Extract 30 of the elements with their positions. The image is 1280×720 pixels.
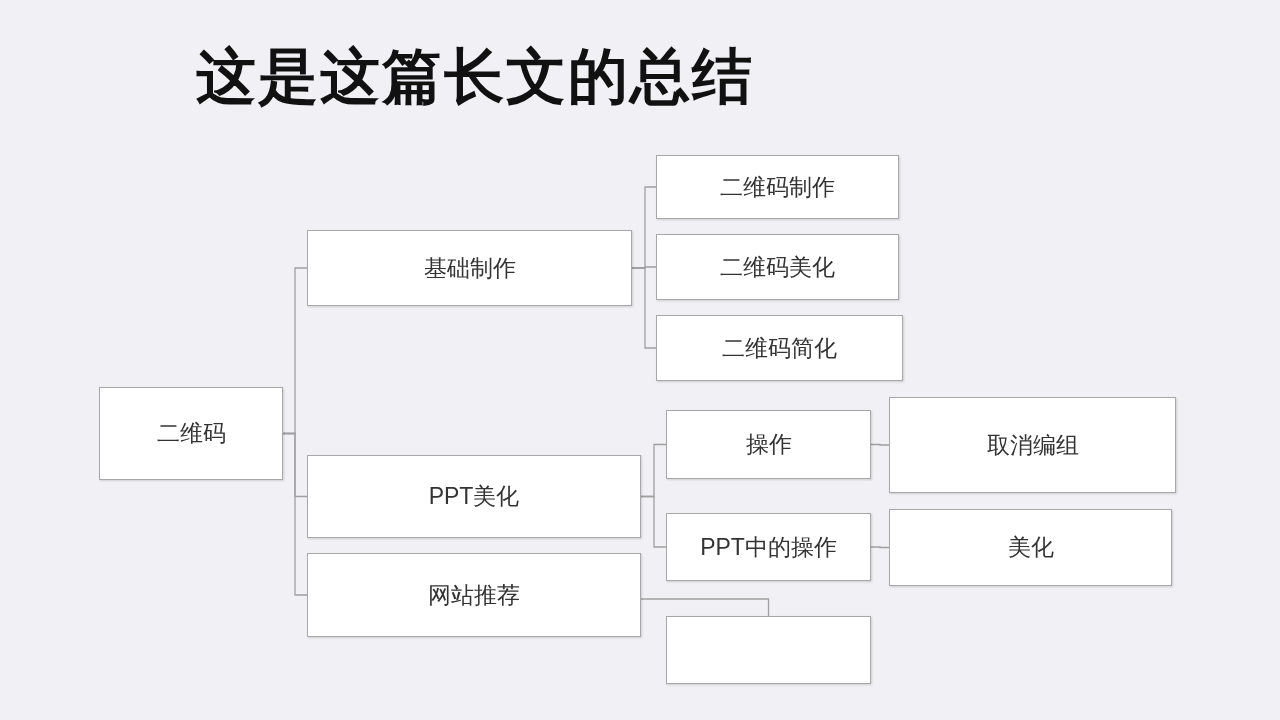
topic-label: 基础制作 [423,253,516,283]
topic-label: PPT美化 [428,482,520,512]
connector-line [631,267,657,349]
topic-box [307,455,641,538]
topic-box [99,387,283,480]
title: 这是这篇长文的总结 [196,40,754,113]
topic-box [656,315,903,381]
topic-label: 操作 [745,430,792,460]
connector-line [640,495,667,548]
topic-label: PPT中的操作 [700,532,837,562]
topic-label: 二维码制作 [720,172,835,202]
topic-box [889,509,1172,586]
topic-label: 取消编组 [986,430,1079,460]
connector-line [282,432,308,596]
connector-line [870,443,890,446]
connector-line [870,546,890,549]
topic-label: 二维码美化 [720,252,835,282]
topic-label: 网站推荐 [428,580,520,610]
topic-label: 美化 [1007,533,1054,563]
topic-box [666,616,871,684]
topic-box [666,410,871,479]
topic-box [656,234,899,300]
connector-line [640,598,770,617]
topic-box [656,155,899,219]
topic-box [889,397,1176,493]
topic-box [666,513,871,581]
topic-label: 二维码 [156,419,226,449]
topic-label: 二维码简化 [722,333,837,363]
topic-box [307,230,632,306]
topic-box [307,553,641,637]
